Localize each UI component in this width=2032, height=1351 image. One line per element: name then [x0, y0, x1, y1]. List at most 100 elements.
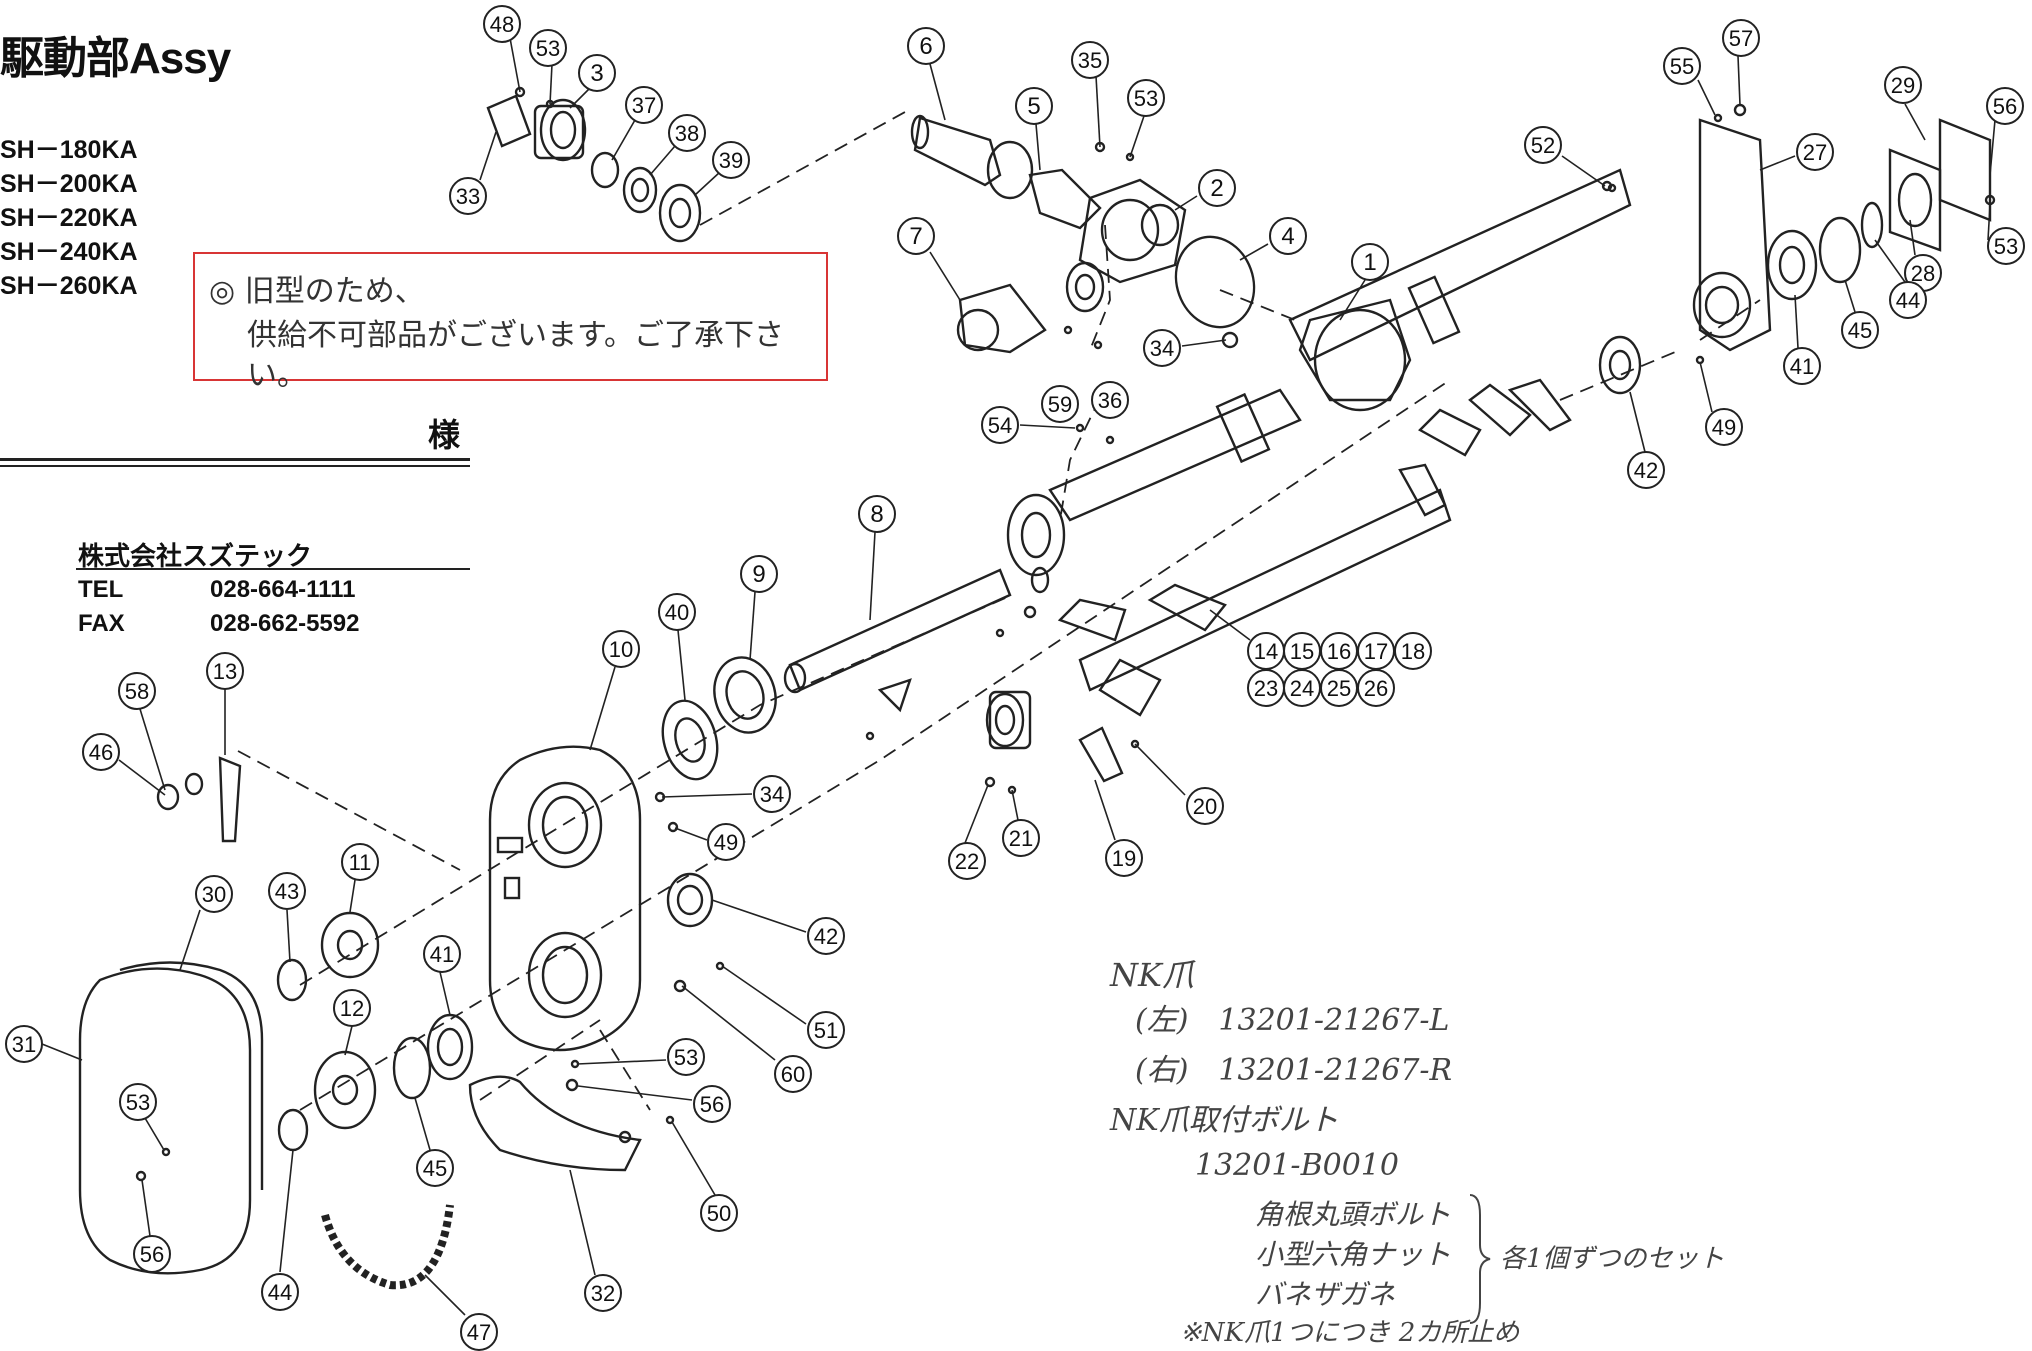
handnote-bolt: 角根丸頭ボルト: [1255, 1198, 1452, 1231]
callout-number: 16: [1327, 639, 1351, 664]
callout-circle: [807, 917, 845, 955]
callout-circle: [133, 1235, 171, 1273]
callout-circle: [1796, 133, 1834, 171]
callout-number: 60: [781, 1062, 805, 1087]
part-callout: 40: [658, 593, 696, 631]
callout-number: 51: [814, 1018, 838, 1043]
callout-circle: [1705, 408, 1743, 446]
part-callout: 4: [1269, 217, 1307, 255]
callout-circle: [1783, 347, 1821, 385]
part-callout: 25: [1320, 669, 1358, 707]
callout-number: 50: [707, 1201, 731, 1226]
callout-number: 49: [714, 830, 738, 855]
part-callout: 24: [1283, 669, 1321, 707]
recipient-suffix: 様: [428, 417, 461, 453]
recipient-rule: [0, 458, 470, 461]
part-callout: 41: [423, 935, 461, 973]
callout-circle: [584, 1274, 622, 1312]
part-callout: 48: [483, 5, 521, 43]
bevel-pinion-shaft: [910, 114, 1102, 230]
callout-circle: [1127, 79, 1165, 117]
callout-circle: [1105, 839, 1143, 877]
part-callout: 55: [1663, 47, 1701, 85]
callout-circle: [707, 823, 745, 861]
callout-circle: [1884, 66, 1922, 104]
callout-number: 4: [1281, 223, 1294, 250]
model-code: SH－200KA: [0, 170, 138, 198]
callout-number: 56: [700, 1092, 724, 1117]
callout-circle: [1186, 787, 1224, 825]
callout-circle: [753, 775, 791, 813]
model-code: SH－220KA: [0, 204, 138, 232]
part-callout: 33: [449, 177, 487, 215]
handnote-tine-left: (左) 13201-21267-L: [1135, 1003, 1450, 1038]
part-callout: 1: [1351, 243, 1389, 281]
handnote-nut: 小型六角ナット: [1255, 1238, 1452, 1271]
callout-circle: [206, 652, 244, 690]
part-callout: 13: [206, 652, 244, 690]
callout-circle: [807, 1011, 845, 1049]
callout-circle: [858, 495, 896, 533]
callout-number: 56: [1993, 94, 2017, 119]
handnote-tine-right: (右) 13201-21267-R: [1135, 1053, 1453, 1088]
part-callout: 31: [5, 1025, 43, 1063]
callout-number: 5: [1027, 93, 1040, 120]
part-callout: 8: [858, 495, 896, 533]
part-callout: 44: [261, 1273, 299, 1311]
callout-number: 56: [140, 1242, 164, 1267]
callout-circle: [1269, 217, 1307, 255]
callout-circle: [1722, 19, 1760, 57]
part-callout: 18: [1394, 632, 1432, 670]
gear-case-top: [1078, 141, 1256, 349]
callout-number: 53: [674, 1045, 698, 1070]
callout-number: 49: [1712, 415, 1736, 440]
part-callout: 29: [1884, 66, 1922, 104]
handnote-set: 各1個ずつのセット: [1500, 1244, 1725, 1274]
part-callout: 35: [1071, 41, 1109, 79]
callout-circle: [712, 141, 750, 179]
callout-circle: [1351, 243, 1389, 281]
supply-note-line2: 供給不可部品がございます。ご了承下さい。: [247, 318, 784, 393]
part-callout: 58: [118, 672, 156, 710]
callout-circle: [625, 86, 663, 124]
callout-circle: [700, 1194, 738, 1232]
callout-circle: [423, 935, 461, 973]
part-callout: 26: [1357, 669, 1395, 707]
callout-number: 33: [456, 184, 480, 209]
callout-circle: [602, 630, 640, 668]
callout-circle: [578, 54, 616, 92]
callout-number: 26: [1364, 676, 1388, 701]
part-callout: 47: [460, 1313, 498, 1351]
callout-circle: [5, 1025, 43, 1063]
callout-circle: [416, 1149, 454, 1187]
callout-number: 21: [1009, 826, 1033, 851]
model-code: SH－240KA: [0, 238, 138, 266]
part-callout: 21: [1002, 819, 1040, 857]
part-callout: 52: [1524, 126, 1562, 164]
callout-number: 31: [12, 1032, 36, 1057]
fax-number: 028-662-5592: [210, 610, 360, 637]
callout-number: 20: [1193, 794, 1217, 819]
callout-number: 28: [1911, 261, 1935, 286]
callout-number: 6: [919, 33, 932, 60]
callout-number: 42: [1634, 458, 1658, 483]
part-callout: 50: [700, 1194, 738, 1232]
callout-number: 12: [340, 996, 364, 1021]
part-callout: 36: [1091, 381, 1129, 419]
callout-circle: [1198, 169, 1236, 207]
part-callout: 59: [1041, 385, 1079, 423]
callout-number: 30: [202, 882, 226, 907]
callout-number: 57: [1729, 26, 1753, 51]
callout-circle: [1524, 126, 1562, 164]
part-callout: 53: [119, 1083, 157, 1121]
chain-cover: [78, 961, 264, 1275]
callout-number: 42: [814, 924, 838, 949]
part-callout: 44: [1889, 281, 1927, 319]
callout-number: 18: [1401, 639, 1425, 664]
callout-circle: [1091, 381, 1129, 419]
callout-circle: [774, 1055, 812, 1093]
callout-number: 25: [1327, 676, 1351, 701]
callout-number: 59: [1048, 392, 1072, 417]
callout-circle: [981, 406, 1019, 444]
model-code: SH－180KA: [0, 136, 138, 164]
